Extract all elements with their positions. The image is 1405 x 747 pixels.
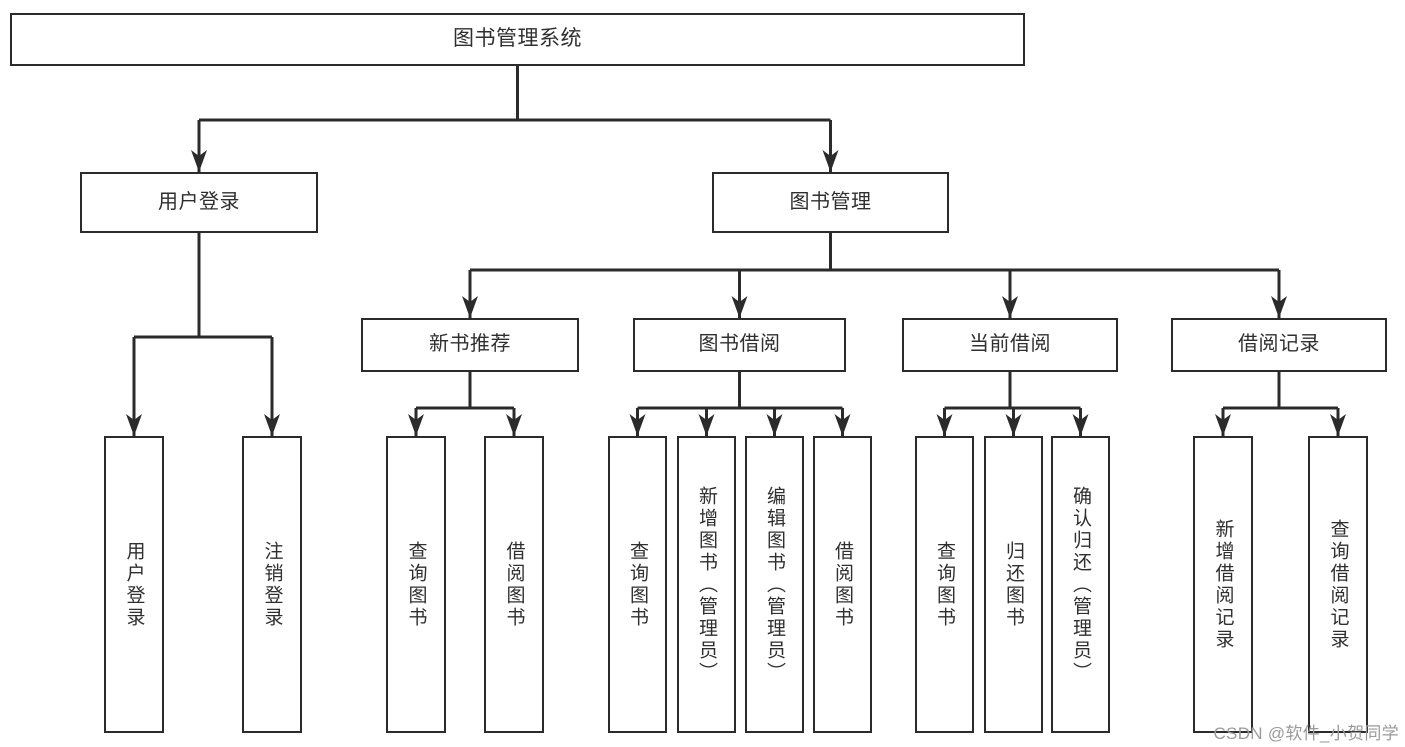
node-current_borrow[interactable]: 当前借阅 <box>902 318 1118 372</box>
node-leaf_borrow_2[interactable]: 借阅图书 <box>813 436 872 733</box>
node-leaf_return[interactable]: 归还图书 <box>984 436 1043 733</box>
node-leaf_borrow_1[interactable]: 借阅图书 <box>484 436 544 733</box>
node-leaf_confirm[interactable]: 确认归还（管理员） <box>1051 436 1110 733</box>
node-leaf_q_book_2[interactable]: 查询图书 <box>608 436 667 733</box>
node-label: 注销登录 <box>261 540 283 629</box>
arrowhead-icon <box>1072 414 1089 436</box>
node-label: 用户登录 <box>158 190 240 213</box>
node-label: 查询借阅记录 <box>1327 518 1349 651</box>
node-label: 借阅图书 <box>832 540 853 629</box>
node-leaf_user_login[interactable]: 用户登录 <box>104 436 164 733</box>
arrowhead-icon <box>462 296 478 318</box>
arrowhead-icon <box>126 414 142 436</box>
node-borrow_record[interactable]: 借阅记录 <box>1171 318 1387 372</box>
node-book_manage[interactable]: 图书管理 <box>712 172 949 233</box>
node-leaf_q_book_3[interactable]: 查询图书 <box>915 436 974 733</box>
node-book_borrow[interactable]: 图书借阅 <box>633 318 846 372</box>
node-label: 图书管理 <box>789 190 872 213</box>
arrowhead-icon <box>1271 296 1287 318</box>
node-label: 新书推荐 <box>429 333 511 356</box>
arrowhead-icon <box>1330 414 1346 436</box>
node-root[interactable]: 图书管理系统 <box>10 13 1025 66</box>
node-user_login[interactable]: 用户登录 <box>80 172 318 233</box>
arrowhead-icon <box>1215 414 1231 436</box>
node-label: 归还图书 <box>1003 540 1024 629</box>
arrowhead-icon <box>698 414 715 436</box>
node-label: 当前借阅 <box>969 333 1051 356</box>
node-leaf_q_book_1[interactable]: 查询图书 <box>386 436 446 733</box>
node-leaf_query_rec[interactable]: 查询借阅记录 <box>1308 436 1368 733</box>
arrowhead-icon <box>936 414 953 436</box>
node-leaf_edit_book[interactable]: 编辑图书（管理员） <box>745 436 804 733</box>
arrowhead-icon <box>506 414 522 436</box>
node-label: 用户登录 <box>123 540 145 629</box>
node-leaf_add_rec[interactable]: 新增借阅记录 <box>1193 436 1253 733</box>
node-label: 图书借阅 <box>698 333 781 356</box>
node-new_book_rec[interactable]: 新书推荐 <box>361 318 579 372</box>
arrowhead-icon <box>766 414 783 436</box>
node-label: 编辑图书（管理员） <box>764 485 785 684</box>
node-label: 借阅记录 <box>1238 333 1320 356</box>
node-label: 图书管理系统 <box>453 27 582 51</box>
arrowhead-icon <box>1002 296 1018 318</box>
node-label: 查询图书 <box>405 540 427 629</box>
arrowhead-icon <box>822 150 839 172</box>
arrowhead-icon <box>264 414 280 436</box>
node-label: 查询图书 <box>934 540 955 629</box>
node-label: 确认归还（管理员） <box>1070 485 1091 684</box>
node-label: 借阅图书 <box>503 540 525 629</box>
arrowhead-icon <box>408 414 424 436</box>
arrowhead-icon <box>629 414 646 436</box>
arrowhead-icon <box>834 414 851 436</box>
node-label: 查询图书 <box>627 540 648 629</box>
arrowhead-icon <box>1005 414 1022 436</box>
node-leaf_add_book[interactable]: 新增图书（管理员） <box>677 436 736 733</box>
node-label: 新增借阅记录 <box>1212 518 1234 651</box>
arrowhead-icon <box>191 150 207 172</box>
node-leaf_logout[interactable]: 注销登录 <box>242 436 302 733</box>
arrowhead-icon <box>731 296 748 318</box>
node-label: 新增图书（管理员） <box>696 485 717 684</box>
